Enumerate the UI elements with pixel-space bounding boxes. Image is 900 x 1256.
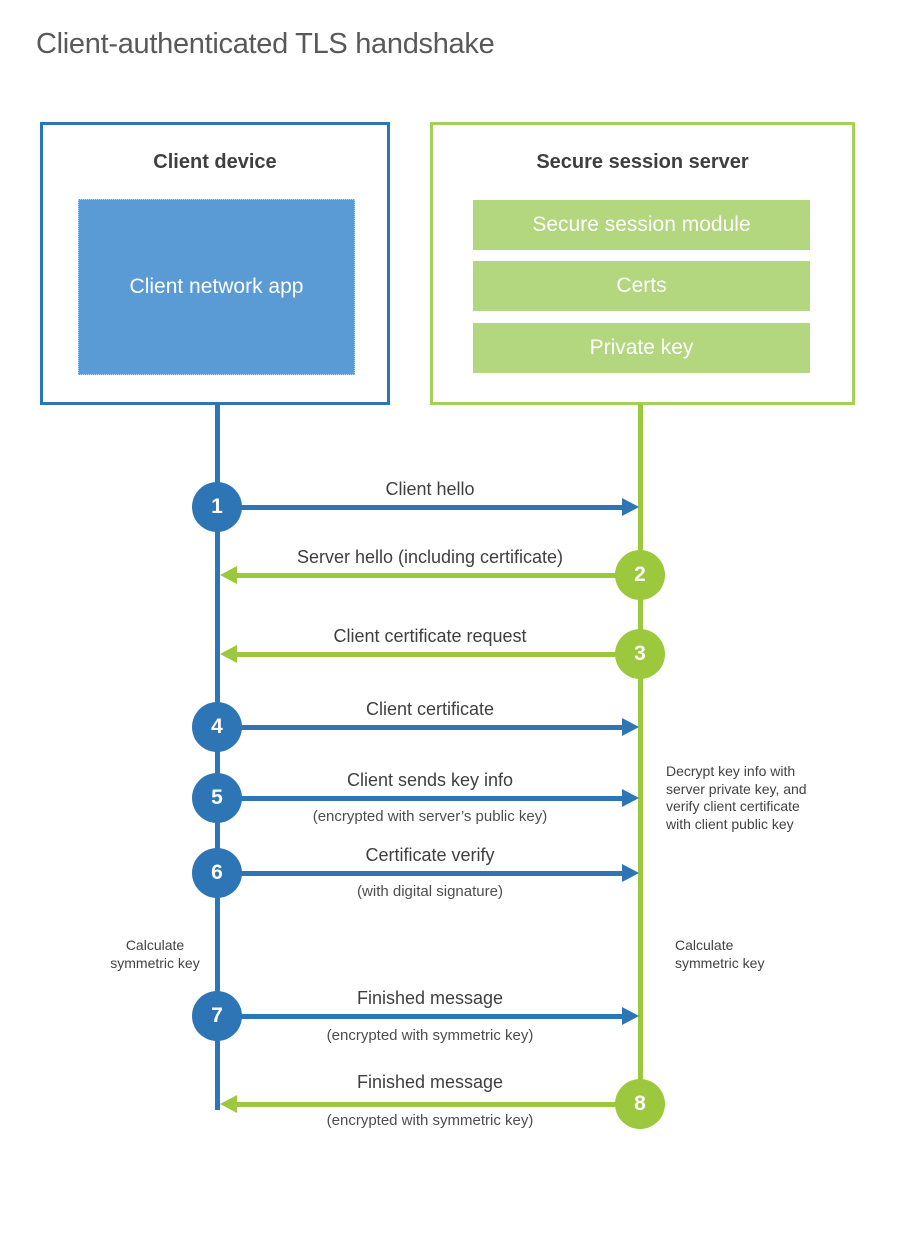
arrow-line-step6 bbox=[240, 871, 622, 876]
arrow-line-step7 bbox=[240, 1014, 622, 1019]
client-lifeline bbox=[215, 404, 220, 1110]
note-calculate-symmetric-key-client: Calculate symmetric key bbox=[110, 937, 200, 971]
step-circle-6: 6 bbox=[192, 848, 242, 898]
message-sub-digital-signature: (with digital signature) bbox=[357, 883, 503, 900]
server-module-secure-session-module: Secure session module bbox=[473, 200, 810, 250]
step-circle-2: 2 bbox=[615, 550, 665, 600]
note-calculate-symmetric-key-server: Calculate symmetric key bbox=[675, 937, 765, 971]
message-label-server-hello: Server hello (including certificate) bbox=[296, 547, 564, 567]
note-decrypt-key-info: Decrypt key info with server private key… bbox=[666, 763, 807, 832]
step-circle-5: 5 bbox=[192, 773, 242, 823]
step-circle-7: 7 bbox=[192, 991, 242, 1041]
message-label-client-sends-key-info: Client sends key info bbox=[346, 770, 514, 790]
step-circle-8: 8 bbox=[615, 1079, 665, 1129]
message-sub-encrypted-symmetric-key-7: (encrypted with symmetric key) bbox=[326, 1027, 534, 1044]
message-label-finished-message-server: Finished message bbox=[356, 1072, 504, 1092]
arrow-line-step5 bbox=[240, 796, 622, 801]
step-circle-4: 4 bbox=[192, 702, 242, 752]
arrow-head-right-icon bbox=[622, 789, 639, 807]
arrow-line-step2 bbox=[237, 573, 617, 578]
server-module-private-key: Private key bbox=[473, 323, 810, 373]
arrow-head-right-icon bbox=[622, 1007, 639, 1025]
message-label-client-hello: Client hello bbox=[385, 479, 475, 499]
arrow-line-step3 bbox=[237, 652, 617, 657]
client-device-title: Client device bbox=[153, 151, 277, 173]
arrow-head-right-icon bbox=[622, 864, 639, 882]
arrow-line-step4 bbox=[240, 725, 622, 730]
arrow-head-left-icon bbox=[220, 645, 237, 663]
arrow-line-step8 bbox=[237, 1102, 617, 1107]
arrow-head-right-icon bbox=[622, 718, 639, 736]
message-sub-encrypted-server-public-key: (encrypted with server’s public key) bbox=[312, 808, 548, 825]
message-label-finished-message-client: Finished message bbox=[356, 988, 504, 1008]
arrow-line-step1 bbox=[240, 505, 622, 510]
arrow-head-left-icon bbox=[220, 566, 237, 584]
step-circle-3: 3 bbox=[615, 629, 665, 679]
arrow-head-right-icon bbox=[622, 498, 639, 516]
page-title: Client-authenticated TLS handshake bbox=[36, 28, 495, 60]
message-sub-encrypted-symmetric-key-8: (encrypted with symmetric key) bbox=[326, 1112, 534, 1129]
message-label-client-certificate-request: Client certificate request bbox=[333, 626, 527, 646]
secure-session-server-title: Secure session server bbox=[536, 151, 749, 173]
message-label-client-certificate: Client certificate bbox=[365, 699, 495, 719]
arrow-head-left-icon bbox=[220, 1095, 237, 1113]
client-network-app-box: Client network app bbox=[78, 199, 355, 375]
client-network-app-label: Client network app bbox=[129, 275, 304, 298]
message-label-certificate-verify: Certificate verify bbox=[365, 845, 495, 865]
server-module-certs: Certs bbox=[473, 261, 810, 311]
server-lifeline bbox=[638, 404, 643, 1105]
step-circle-1: 1 bbox=[192, 482, 242, 532]
